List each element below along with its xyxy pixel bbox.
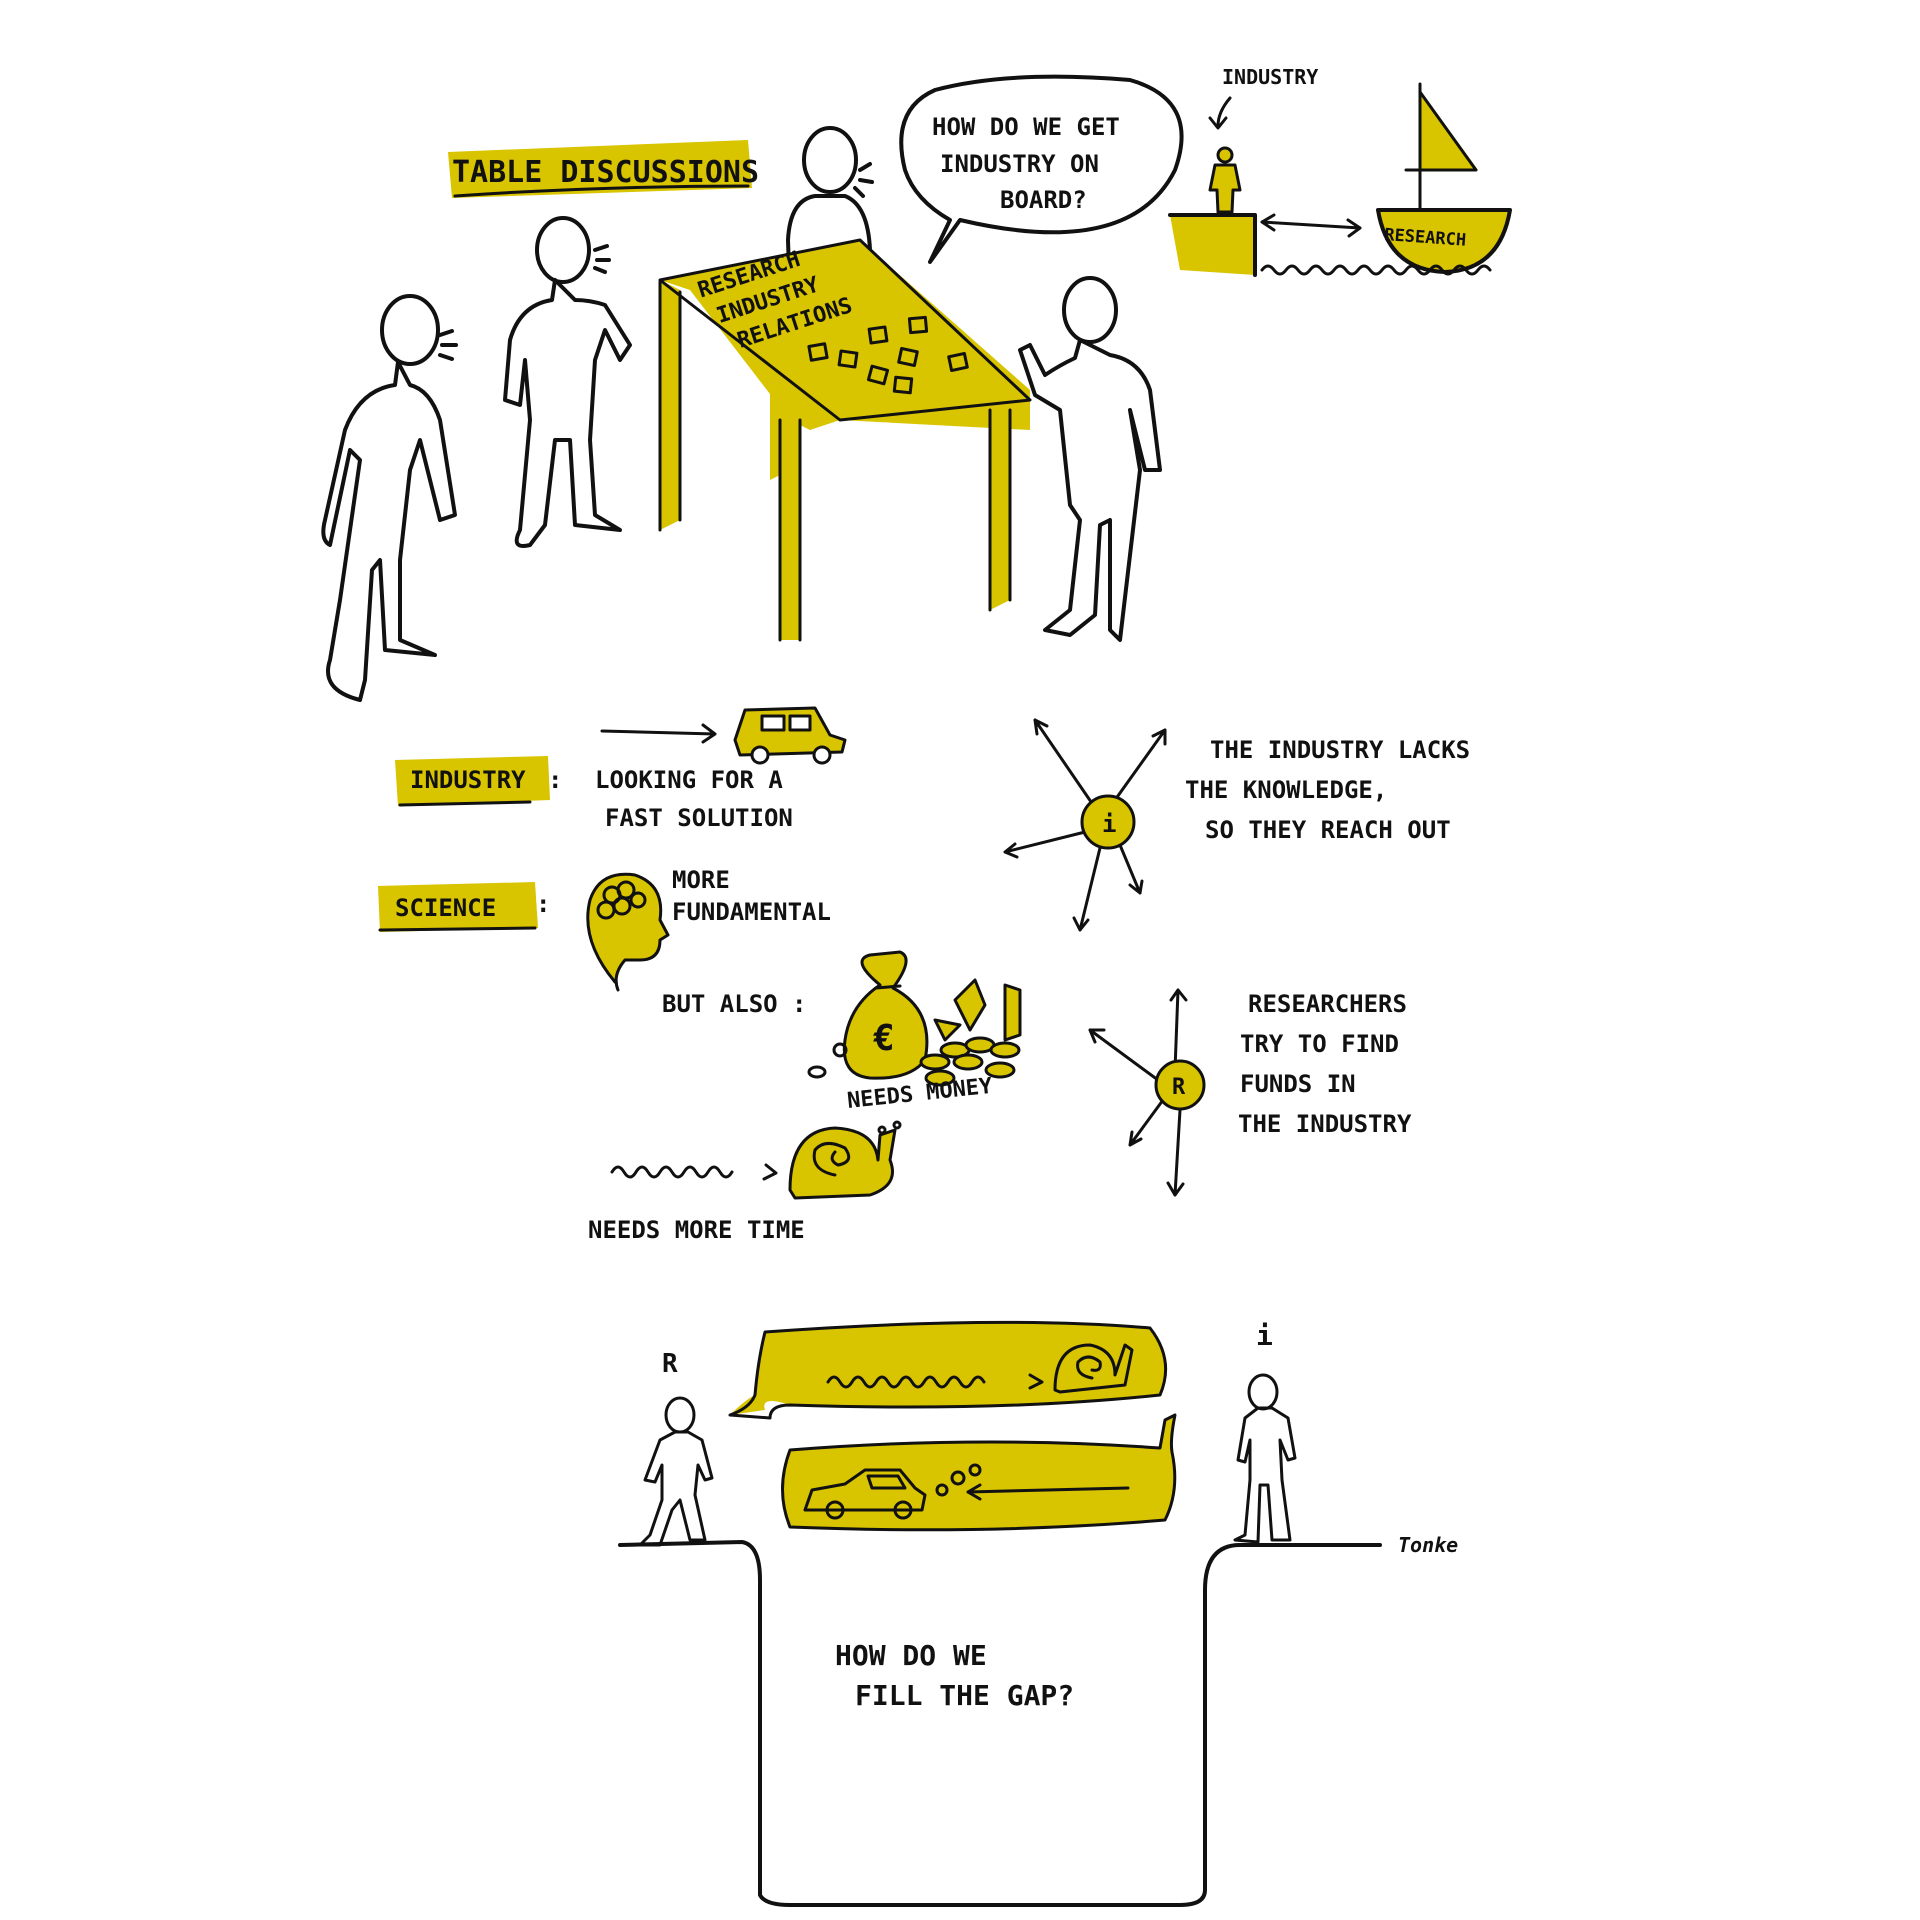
svg-text:i: i xyxy=(1256,1319,1273,1352)
svg-text::: : xyxy=(548,766,562,794)
gap-scene: R i xyxy=(618,1319,1458,1907)
svg-text:i: i xyxy=(1102,810,1116,838)
gap-pit xyxy=(618,1540,1382,1907)
svg-text:FUNDAMENTAL: FUNDAMENTAL xyxy=(672,898,831,926)
svg-text:FAST SOLUTION: FAST SOLUTION xyxy=(605,804,793,832)
research-hub-diagram: R RESEARCHERS TRY TO FIND FUNDS IN THE I… xyxy=(1088,988,1412,1197)
svg-text:THE KNOWLEDGE,: THE KNOWLEDGE, xyxy=(1185,776,1387,804)
svg-text:FILL THE GAP?: FILL THE GAP? xyxy=(855,1679,1074,1712)
science-row: SCIENCE : MORE FUNDAMENTAL xyxy=(378,866,831,992)
svg-text:FUNDS IN: FUNDS IN xyxy=(1240,1070,1356,1098)
svg-text:SCIENCE: SCIENCE xyxy=(395,894,496,922)
svg-text:NEEDS MORE TIME: NEEDS MORE TIME xyxy=(588,1216,805,1244)
svg-text:TABLE DISCUSSIONS: TABLE DISCUSSIONS xyxy=(452,155,759,190)
person-figure-middle-left xyxy=(503,216,632,548)
svg-text:BUT ALSO :: BUT ALSO : xyxy=(662,990,807,1018)
speech-bubble: HOW DO WE GET INDUSTRY ON BOARD? xyxy=(899,74,1184,264)
person-figure-left xyxy=(321,294,458,702)
snail-icon xyxy=(788,1120,902,1200)
industry-hub-diagram: i THE INDUSTRY LACKS THE KNOWLEDGE, SO T… xyxy=(1003,718,1470,932)
table: RESEARCH INDUSTRY RELATIONS xyxy=(658,238,1032,642)
svg-text:RESEARCHERS: RESEARCHERS xyxy=(1248,990,1407,1018)
sailboat-icon: RESEARCH xyxy=(1376,82,1512,274)
sticky-notes xyxy=(807,315,969,395)
but-also-section: BUT ALSO : € NEEDS MONEY xyxy=(588,950,1022,1244)
svg-text:LOOKING FOR A: LOOKING FOR A xyxy=(595,766,783,794)
svg-text::: : xyxy=(536,890,550,918)
svg-text:Tonke: Tonke xyxy=(1398,1533,1458,1557)
svg-text:TRY TO FIND: TRY TO FIND xyxy=(1240,1030,1399,1058)
svg-text:BOARD?: BOARD? xyxy=(1000,186,1087,214)
car-icon-small xyxy=(803,1468,927,1520)
title-table-discussions: TABLE DISCUSSIONS xyxy=(448,140,759,198)
car-icon xyxy=(733,706,847,765)
svg-text:€: € xyxy=(873,1018,895,1059)
svg-text:THE INDUSTRY LACKS: THE INDUSTRY LACKS xyxy=(1210,736,1470,764)
svg-text:SO THEY REACH OUT: SO THEY REACH OUT xyxy=(1205,816,1451,844)
svg-text:MORE: MORE xyxy=(672,866,730,894)
svg-text:INDUSTRY: INDUSTRY xyxy=(410,766,526,794)
svg-text:R: R xyxy=(662,1349,678,1379)
svg-text:NEEDS MONEY: NEEDS MONEY xyxy=(846,1074,994,1114)
speech-bubble-snail xyxy=(728,1320,1168,1420)
svg-text:R: R xyxy=(1172,1075,1186,1100)
person-figure-r xyxy=(638,1396,714,1547)
industry-person-icon xyxy=(1208,146,1242,214)
industry-row: INDUSTRY : LOOKING FOR A FAST SOLUTION xyxy=(395,706,847,832)
person-figure-right xyxy=(1018,276,1162,642)
svg-text:INDUSTRY ON: INDUSTRY ON xyxy=(940,150,1099,178)
money-bag-icon: € xyxy=(842,950,929,1080)
svg-text:THE INDUSTRY: THE INDUSTRY xyxy=(1238,1110,1412,1138)
industry-hub-node xyxy=(1080,794,1136,850)
person-figure-i xyxy=(1233,1373,1297,1544)
svg-text:HOW DO WE GET: HOW DO WE GET xyxy=(932,113,1120,141)
speech-bubble-car xyxy=(781,1413,1177,1532)
person-figure-back xyxy=(786,126,874,302)
research-hub-node xyxy=(1154,1059,1206,1111)
coins-icon xyxy=(919,978,1022,1087)
svg-text:HOW DO WE: HOW DO WE xyxy=(835,1639,987,1672)
industry-cliff-and-boat: INDUSTRY RESEARCH xyxy=(1168,65,1512,277)
svg-text:INDUSTRY: INDUSTRY xyxy=(1222,65,1318,89)
brain-head-icon xyxy=(586,872,670,992)
